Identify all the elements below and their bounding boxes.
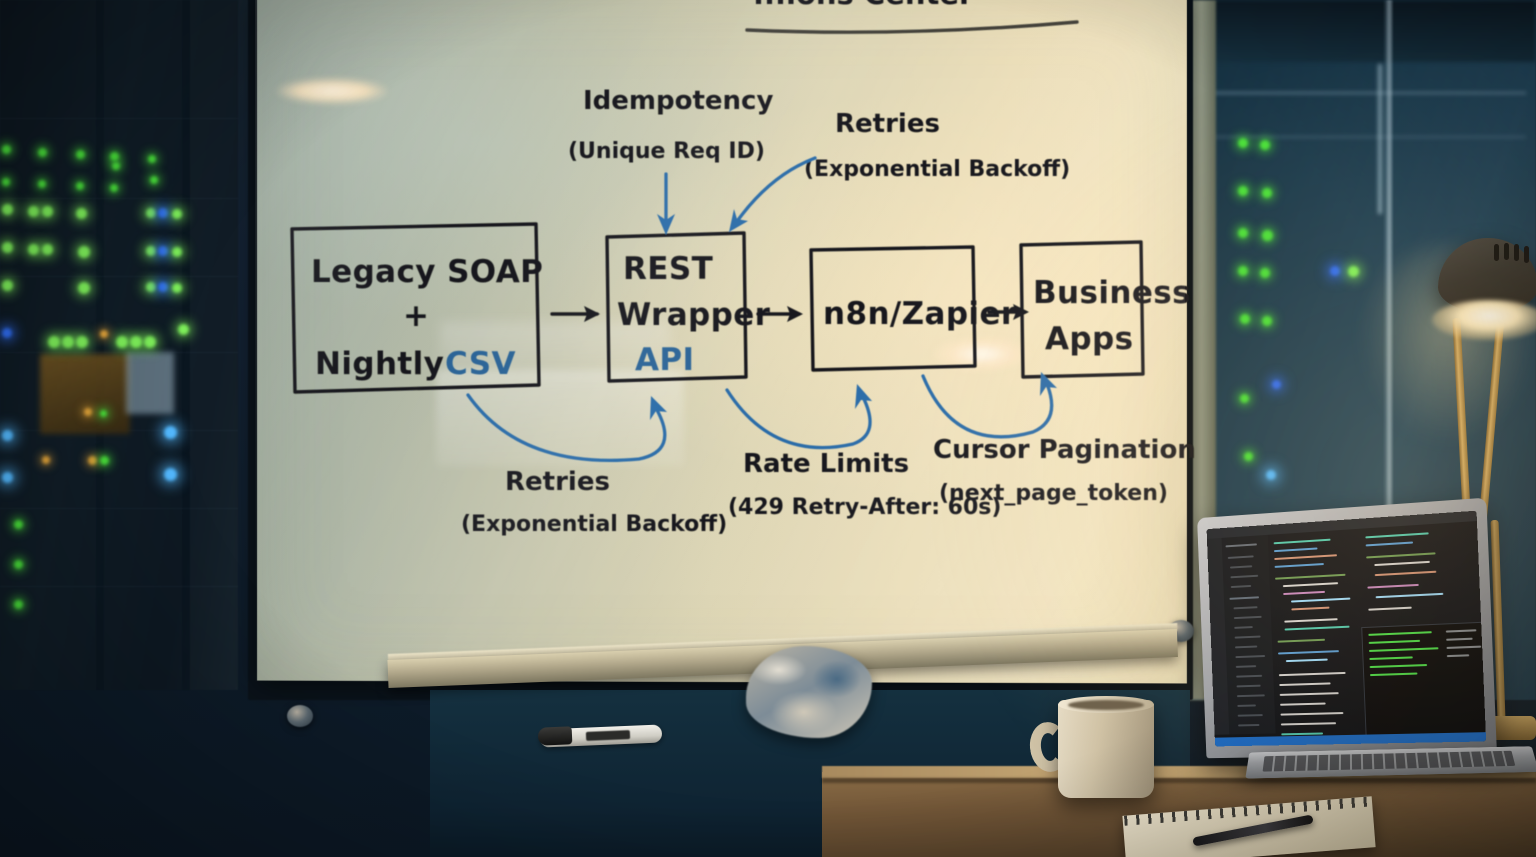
flow-arrow-legacy-to-rest [550,306,600,322]
lamp-bulb [1432,300,1536,340]
diagram-box-business-apps[interactable]: Business Apps [1019,240,1191,379]
marker-band [585,730,631,741]
marker-cap [537,726,573,746]
annotation-idempotency-sub: (Unique Req ID) [568,139,765,164]
diagram-box-rest-wrapper[interactable]: REST Wrapper API [605,231,771,383]
window-mullion [1384,0,1393,857]
ceiling [1186,0,1536,62]
glass-seam [1386,0,1393,700]
annotation-rate-limits-sub: (429 Retry-After: 60s) [728,495,1001,520]
annotation-cursor-pagination: Cursor Pagination (next_page_token) [921,372,1196,506]
flow-arrow-rest-to-automation [756,306,803,322]
annotation-retries-bottom-heading: Retries [505,467,610,497]
box-rest-line-1: REST [623,251,713,287]
annotation-retries-top-sub: (Exponential Backoff) [804,157,1070,182]
box-legacy-line-3-blue: CSV [445,346,516,382]
annotation-retries-top-heading: Retries [835,109,940,139]
annotation-rate-limits-heading: Rate Limits [743,449,909,479]
desk-edge [822,778,1536,783]
box-automation-line-1: n8n/Zapier [823,296,1017,332]
coffee-mug[interactable] [1058,700,1154,798]
whiteboard-reflection [440,322,670,382]
annotation-idempotency-heading: Idempotency [583,86,773,116]
server-rack [0,0,238,690]
architecture-diagram: ...ions Center Legacy SOAP + Nightly CSV… [290,0,1196,537]
editor-file-tree [1221,534,1276,735]
board-title: ...ions Center [753,0,974,11]
laptop-screen[interactable] [1206,510,1487,747]
box-rest-line-3: API [635,342,694,378]
diagram-box-legacy-source[interactable]: Legacy SOAP + Nightly CSV [290,222,543,394]
box-apps-line-2: Apps [1045,321,1133,357]
annotation-retries-top: Retries (Exponential Backoff) [729,109,1070,232]
cleaning-cloth[interactable] [746,646,872,738]
box-legacy-line-1: Legacy SOAP [311,254,543,290]
annotation-idempotency: Idempotency (Unique Req ID) [568,86,773,235]
mug-contents [1068,700,1144,710]
editor-terminal[interactable] [1361,621,1486,735]
annotation-retries-bottom: Retries (Exponential Backoff) [461,393,727,537]
box-rest-line-2: Wrapper [617,297,771,333]
whiteboard-standoff [287,705,313,727]
box-apps-line-1: Business [1033,275,1191,311]
annotation-retries-bottom-sub: (Exponential Backoff) [461,512,727,537]
diagram-box-automation[interactable]: n8n/Zapier [809,245,1017,372]
box-legacy-line-3: Nightly [315,346,444,382]
annotation-cursor-pagination-sub: (next_page_token) [939,481,1168,506]
annotation-cursor-pagination-heading: Cursor Pagination [933,435,1196,465]
annotation-rate-limits: Rate Limits (429 Retry-After: 60s) [725,384,1001,520]
ceiling-light-reflection [276,78,388,104]
box-legacy-line-2: + [403,298,429,334]
lamp-shade[interactable] [1438,238,1536,312]
